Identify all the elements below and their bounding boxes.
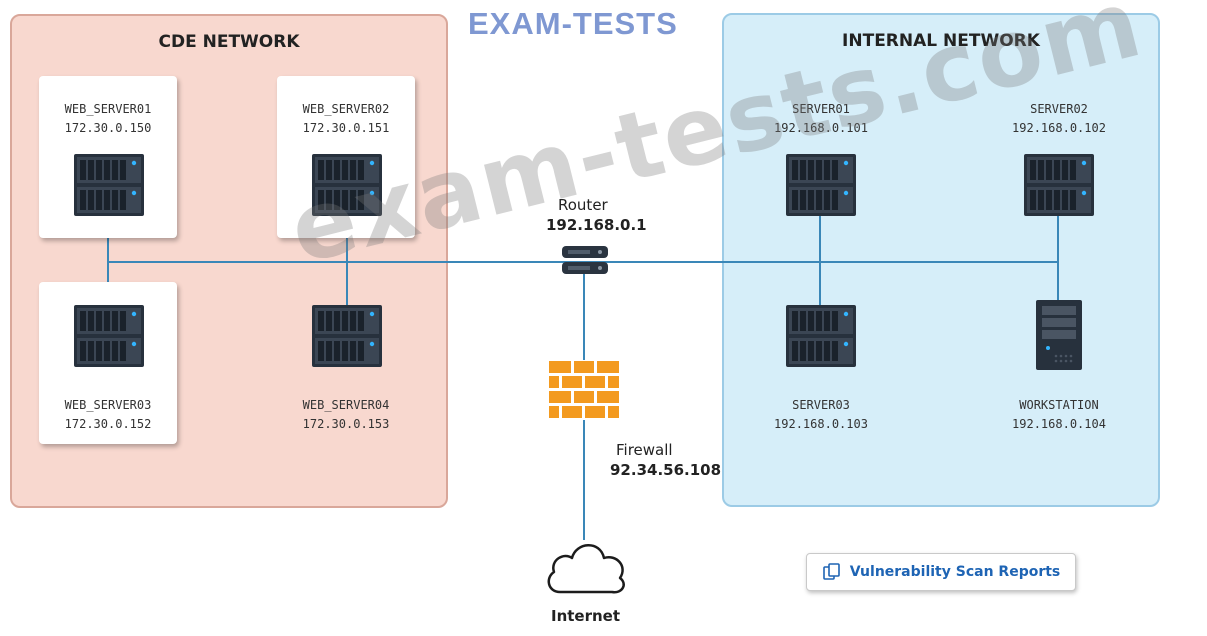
server02-name: SERVER02 xyxy=(1030,102,1088,116)
web-server03-label: WEB_SERVER03 172.30.0.152 xyxy=(39,396,177,434)
web-server01-label: WEB_SERVER01 172.30.0.150 xyxy=(39,100,177,138)
web-server04-name: WEB_SERVER04 xyxy=(302,398,390,412)
web-server02-ip: 172.30.0.151 xyxy=(302,121,390,135)
server01-name: SERVER01 xyxy=(792,102,850,116)
web-server02-name: WEB_SERVER02 xyxy=(302,102,390,116)
server03-name: SERVER03 xyxy=(792,398,850,412)
web-server03-icon xyxy=(74,305,144,367)
server02-ip: 192.168.0.102 xyxy=(1012,121,1106,135)
web-server04-icon[interactable] xyxy=(312,305,382,367)
server01-label: SERVER01 192.168.0.101 xyxy=(752,100,890,138)
cde-network-title: CDE NETWORK xyxy=(158,32,300,52)
web-server04-ip: 172.30.0.153 xyxy=(302,417,390,431)
web-server01-icon xyxy=(74,154,144,216)
exam-tests-logo: EXAM-TESTS xyxy=(468,6,678,41)
firewall-icon[interactable] xyxy=(549,360,619,420)
web-server01-name: WEB_SERVER01 xyxy=(64,102,152,116)
workstation-label: WORKSTATION 192.168.0.104 xyxy=(990,396,1128,434)
cloud-icon[interactable] xyxy=(542,534,630,596)
workstation-name: WORKSTATION xyxy=(1019,398,1099,412)
workstation-icon[interactable] xyxy=(1036,300,1082,370)
server02-label: SERVER02 192.168.0.102 xyxy=(990,100,1128,138)
server03-label: SERVER03 192.168.0.103 xyxy=(752,396,890,434)
server01-ip: 192.168.0.101 xyxy=(774,121,868,135)
server03-ip: 192.168.0.103 xyxy=(774,417,868,431)
router-icon[interactable] xyxy=(560,244,610,278)
router-title: Router xyxy=(558,196,608,214)
internal-network-zone: INTERNAL NETWORK xyxy=(722,13,1160,507)
router-ip: 192.168.0.1 xyxy=(546,216,647,234)
server02-icon[interactable] xyxy=(1024,154,1094,216)
firewall-ip: 92.34.56.108 xyxy=(610,461,722,479)
web-server03-name: WEB_SERVER03 xyxy=(64,398,152,412)
internal-network-title: INTERNAL NETWORK xyxy=(842,31,1040,51)
web-server03-ip: 172.30.0.152 xyxy=(64,417,152,431)
vulnerability-scan-reports-label: Vulnerability Scan Reports xyxy=(849,564,1061,580)
firewall-label: Firewall 92.34.56.108 xyxy=(610,440,721,480)
internet-label: Internet xyxy=(551,607,621,625)
workstation-ip: 192.168.0.104 xyxy=(1012,417,1106,431)
server03-icon[interactable] xyxy=(786,305,856,367)
vulnerability-scan-reports-button[interactable]: Vulnerability Scan Reports xyxy=(806,553,1076,591)
firewall-title: Firewall xyxy=(616,441,673,459)
copy-icon xyxy=(822,563,840,580)
web-server02-label: WEB_SERVER02 172.30.0.151 xyxy=(277,100,415,138)
web-server01-ip: 172.30.0.150 xyxy=(64,121,152,135)
web-server04-label: WEB_SERVER04 172.30.0.153 xyxy=(277,396,415,434)
router-label: Router 192.168.0.1 xyxy=(546,195,647,235)
